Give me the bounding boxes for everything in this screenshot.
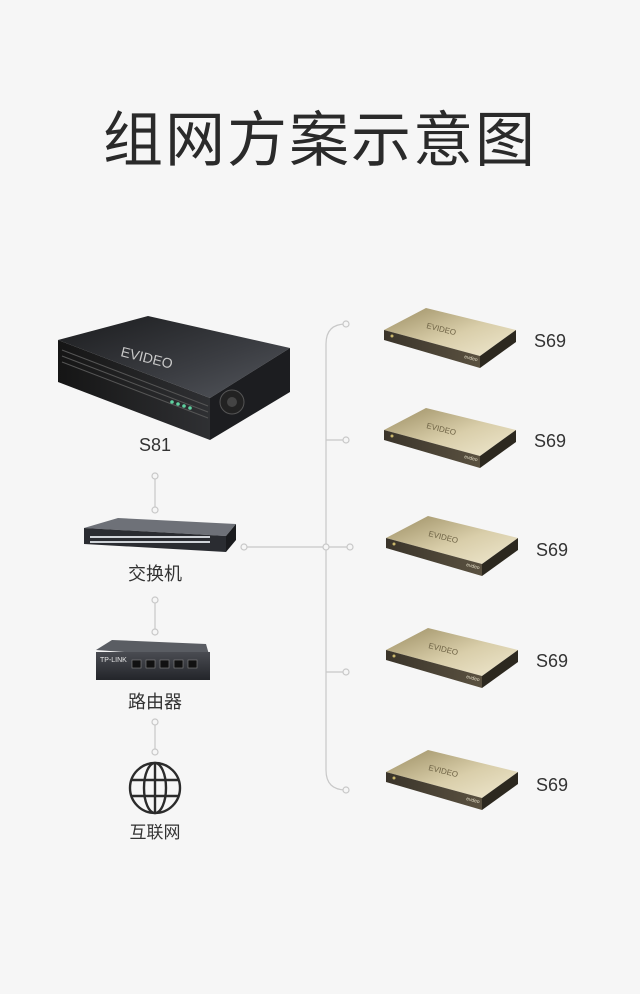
router-icon: TP-LINK — [96, 640, 210, 680]
s69-label: S69 — [534, 431, 566, 451]
s69-label: S69 — [536, 651, 568, 671]
switch-label: 交换机 — [128, 564, 182, 585]
s69-boxes: EVIDEOevdeoS69EVIDEOevdeoS69EVIDEOevdeoS… — [384, 308, 568, 810]
router-logo: TP-LINK — [100, 657, 127, 664]
router-label: 路由器 — [128, 692, 182, 713]
s69-label: S69 — [536, 775, 568, 795]
server-s81-icon: EVIDEO — [58, 316, 290, 440]
switch-icon — [84, 518, 236, 552]
s69-label: S69 — [536, 540, 568, 560]
box-badge: evdeo — [466, 796, 481, 805]
box-badge: evdeo — [466, 674, 481, 683]
server-label: S81 — [139, 435, 171, 455]
s69-label: S69 — [534, 331, 566, 351]
box-badge: evdeo — [464, 454, 479, 463]
box-badge: evdeo — [466, 562, 481, 571]
trunk-line — [325, 323, 347, 791]
internet-label: 互联网 — [130, 823, 181, 843]
connector-lines — [154, 323, 350, 791]
globe-icon — [128, 761, 182, 815]
page-title: 组网方案示意图 — [103, 106, 537, 176]
connector-dots — [151, 320, 354, 794]
box-badge: evdeo — [464, 354, 479, 363]
